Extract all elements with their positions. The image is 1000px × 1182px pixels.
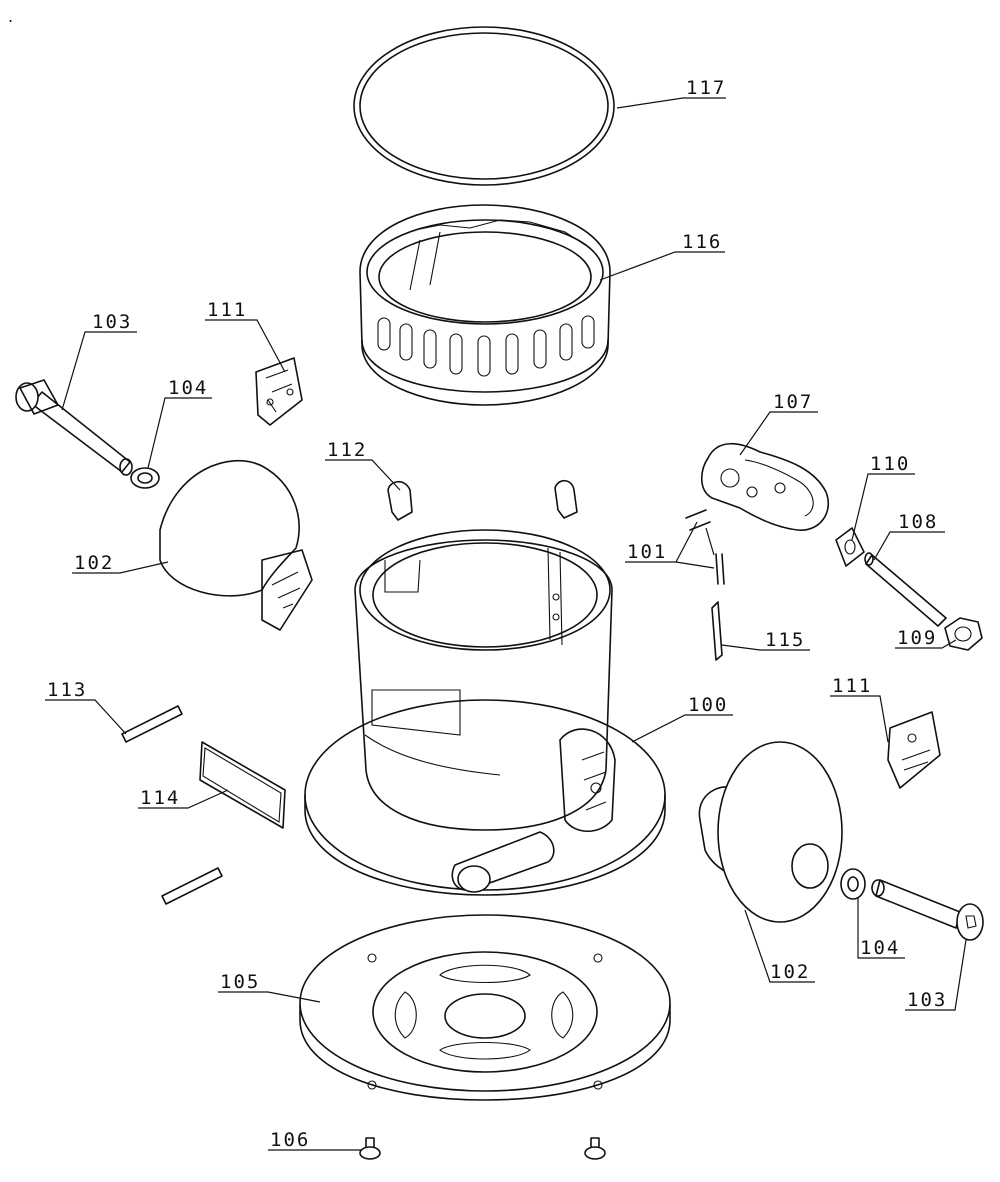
part-115-shim [711,601,723,661]
label-104-right: 104 [860,937,900,959]
label-104-left: 104 [168,377,208,399]
label-102-right: 102 [770,961,810,983]
part-105-sub-base [299,914,671,1101]
label-101: 101 [627,541,667,563]
label-103-left: 103 [92,311,132,333]
part-104-washer-left [130,467,160,489]
label-106: 106 [270,1129,310,1151]
label-114: 114 [140,787,180,809]
label-112: 112 [327,439,367,461]
label-111-right: 111 [832,675,872,697]
part-113-pin-lower [161,867,223,905]
label-113: 113 [47,679,87,701]
part-112-clips [387,479,578,521]
label-110: 110 [870,453,910,475]
corner-mark: . [8,7,13,26]
part-110-plate [835,527,865,567]
part-100-base-housing [304,529,666,896]
label-117: 117 [686,77,726,99]
label-115: 115 [765,629,805,651]
label-107: 107 [773,391,813,413]
part-103-screw-right [871,879,984,941]
leader-lines [45,97,967,1151]
part-104-washer-right [840,868,866,900]
part-109-nut [944,617,983,651]
label-102-left: 102 [74,552,114,574]
part-102-knob-left [159,459,313,631]
label-100: 100 [688,694,728,716]
part-116-adjustment-ring [359,204,611,406]
part-102-knob-right [698,741,843,923]
label-109: 109 [897,627,937,649]
label-105: 105 [220,971,260,993]
part-114-label [199,741,286,829]
part-117-o-ring [353,26,615,186]
part-101-pins [685,509,725,585]
callout-labels: 117 116 111 103 104 107 112 110 108 102 … [47,77,947,1151]
label-108: 108 [898,511,938,533]
label-116: 116 [682,231,722,253]
part-113-pin [121,705,183,743]
part-111-clip-right [887,711,941,789]
part-103-screw-left [15,379,133,476]
part-107-lever [700,443,830,531]
part-111-clip-upper [255,357,303,426]
label-103-right: 103 [907,989,947,1011]
label-111-upper: 111 [207,299,247,321]
part-106-screws [359,1137,606,1160]
part-108-pin [864,552,947,627]
